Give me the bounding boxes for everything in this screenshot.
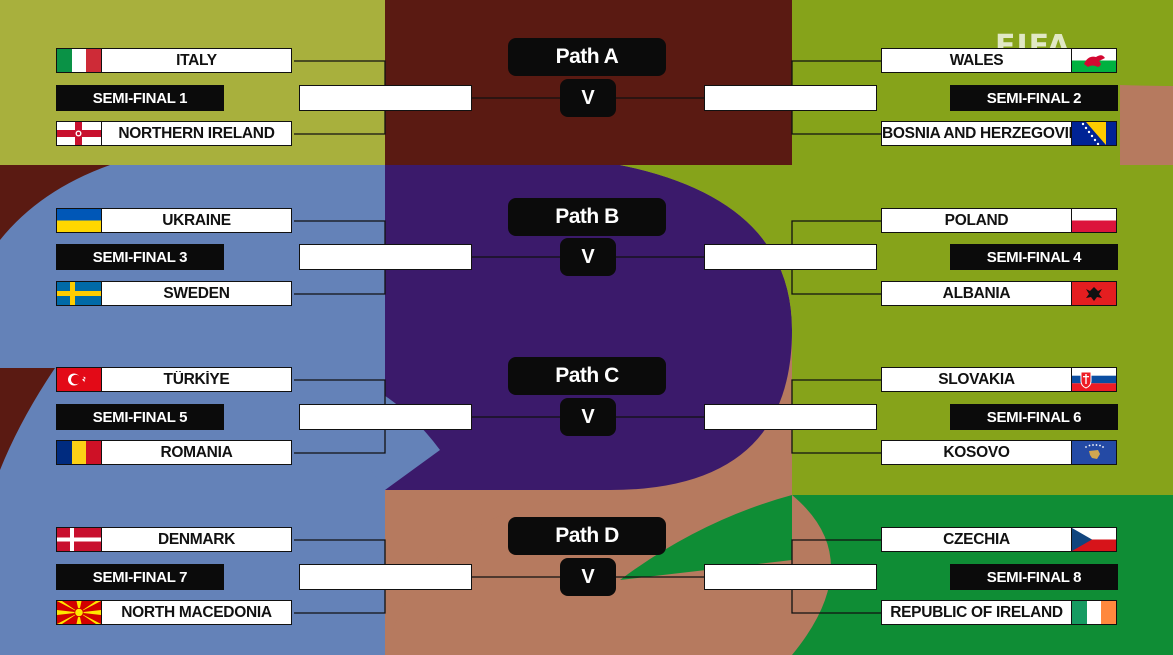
team-ukraine: UKRAINE: [56, 208, 292, 233]
team-albania: ALBANIA: [881, 281, 1117, 306]
team-name: SLOVAKIA: [938, 370, 1015, 388]
semi-final-1-label: SEMI-FINAL 1: [56, 85, 224, 111]
team-name: ALBANIA: [942, 284, 1011, 302]
semi-final-4-label: SEMI-FINAL 4: [950, 244, 1118, 270]
team-name: BOSNIA AND HERZEGOVINA: [882, 124, 1071, 142]
team-republic-of-ireland: REPUBLIC OF IRELAND: [881, 600, 1117, 625]
ireland-flag-icon: [1071, 601, 1116, 624]
slovakia-flag-icon: [1071, 368, 1116, 391]
team-romania: ROMANIA: [56, 440, 292, 465]
team-name: POLAND: [944, 211, 1009, 229]
path-a-header: Path A: [508, 38, 666, 76]
semi-final-6-label: SEMI-FINAL 6: [950, 404, 1118, 430]
path-a-vs: V: [560, 79, 616, 117]
team-bosnia: BOSNIA AND HERZEGOVINA: [881, 121, 1117, 146]
bosnia-flag-icon: [1071, 122, 1116, 145]
team-name: ROMANIA: [160, 443, 233, 461]
ukraine-flag-icon: [57, 209, 102, 232]
semi-final-3-label: SEMI-FINAL 3: [56, 244, 224, 270]
team-name: WALES: [949, 51, 1004, 69]
team-poland: POLAND: [881, 208, 1117, 233]
team-name: NORTH MACEDONIA: [121, 603, 272, 621]
winner-slot-sf5: [299, 404, 472, 430]
semi-final-5-label: SEMI-FINAL 5: [56, 404, 224, 430]
path-c-vs: V: [560, 398, 616, 436]
czechia-flag-icon: [1071, 528, 1116, 551]
team-italy: ITALY: [56, 48, 292, 73]
team-slovakia: SLOVAKIA: [881, 367, 1117, 392]
team-northern-ireland: NORTHERN IRELAND: [56, 121, 292, 146]
team-north-macedonia: NORTH MACEDONIA: [56, 600, 292, 625]
team-turkiye: TÜRKİYE: [56, 367, 292, 392]
winner-slot-sf7: [299, 564, 472, 590]
semi-final-8-label: SEMI-FINAL 8: [950, 564, 1118, 590]
team-name: REPUBLIC OF IRELAND: [890, 603, 1063, 621]
team-name: ITALY: [176, 51, 217, 69]
team-kosovo: KOSOVO: [881, 440, 1117, 465]
semi-final-2-label: SEMI-FINAL 2: [950, 85, 1118, 111]
team-name: UKRAINE: [162, 211, 231, 229]
team-name: CZECHIA: [943, 530, 1010, 548]
wales-flag-icon: [1071, 49, 1116, 72]
italy-flag-icon: [57, 49, 102, 72]
winner-slot-sf8: [704, 564, 877, 590]
team-name: DENMARK: [157, 530, 236, 548]
path-b-vs: V: [560, 238, 616, 276]
winner-slot-sf2: [704, 85, 877, 111]
team-sweden: SWEDEN: [56, 281, 292, 306]
team-name: TÜRKİYE: [163, 370, 230, 388]
kosovo-flag-icon: [1071, 441, 1116, 464]
team-denmark: DENMARK: [56, 527, 292, 552]
team-wales: WALES: [881, 48, 1117, 73]
team-name: NORTHERN IRELAND: [118, 124, 275, 142]
team-name: SWEDEN: [163, 284, 230, 302]
albania-flag-icon: [1071, 282, 1116, 305]
sweden-flag-icon: [57, 282, 102, 305]
north-macedonia-flag-icon: [57, 601, 102, 624]
winner-slot-sf3: [299, 244, 472, 270]
denmark-flag-icon: [57, 528, 102, 551]
path-d-header: Path D: [508, 517, 666, 555]
romania-flag-icon: [57, 441, 102, 464]
path-d-vs: V: [560, 558, 616, 596]
team-czechia: CZECHIA: [881, 527, 1117, 552]
poland-flag-icon: [1071, 209, 1116, 232]
path-c-header: Path C: [508, 357, 666, 395]
semi-final-7-label: SEMI-FINAL 7: [56, 564, 224, 590]
team-name: KOSOVO: [943, 443, 1010, 461]
winner-slot-sf1: [299, 85, 472, 111]
turkiye-flag-icon: [57, 368, 102, 391]
winner-slot-sf4: [704, 244, 877, 270]
path-b-header: Path B: [508, 198, 666, 236]
winner-slot-sf6: [704, 404, 877, 430]
northern-ireland-flag-icon: [57, 122, 102, 145]
